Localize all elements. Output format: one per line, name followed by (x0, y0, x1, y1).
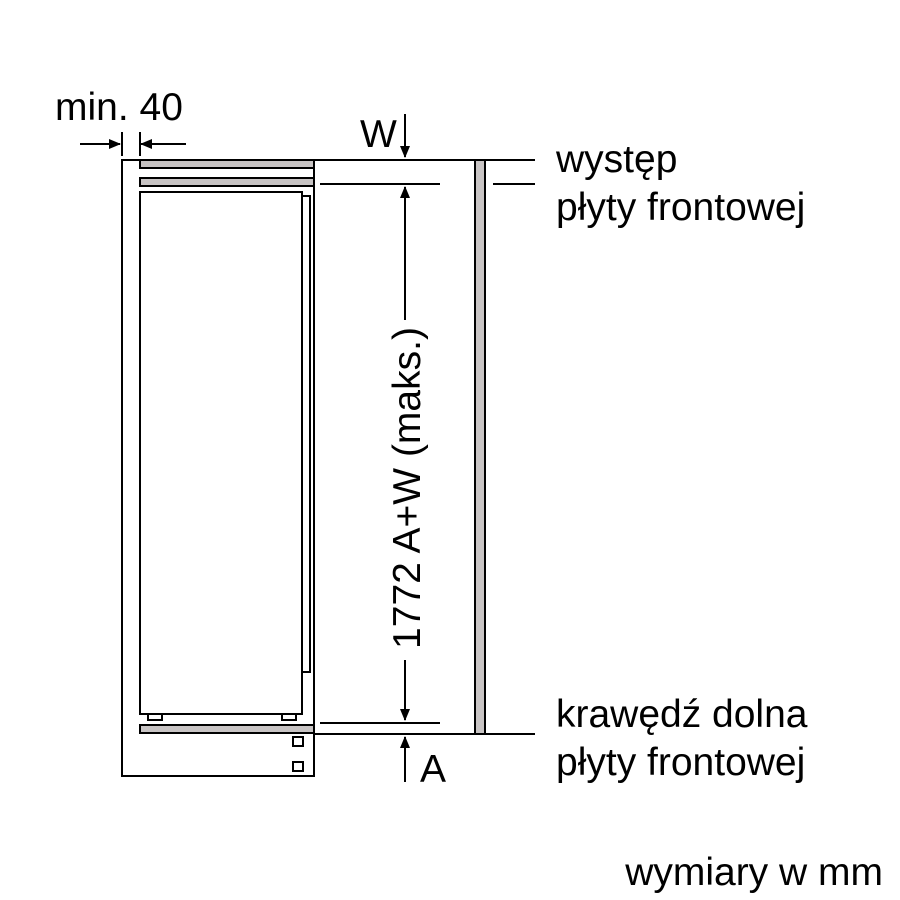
niche-outline (121, 159, 315, 777)
a-label: A (420, 748, 446, 791)
w-label: W (360, 113, 397, 156)
height-dimension-label: 1772 A+W (maks.) (386, 327, 429, 649)
foot-left (147, 713, 163, 721)
top-shelf-panel (139, 159, 315, 169)
min-gap-label: min. 40 (55, 86, 183, 129)
front-panel (474, 159, 486, 735)
appliance-door (139, 191, 303, 715)
overhang-label-line2: płyty frontowej (556, 186, 805, 229)
foot-right (281, 713, 297, 721)
bottom-panel (139, 724, 315, 734)
bracket-upper (292, 736, 304, 747)
door-hinge-strip (301, 195, 311, 673)
units-note: wymiary w mm (624, 851, 883, 894)
bracket-lower (292, 761, 304, 772)
bottom-edge-label-line1: krawędź dolna (556, 693, 808, 736)
overhang-label-line1: występ (555, 138, 677, 181)
top-appliance-panel (139, 177, 315, 187)
bottom-edge-label-line2: płyty frontowej (556, 741, 805, 784)
